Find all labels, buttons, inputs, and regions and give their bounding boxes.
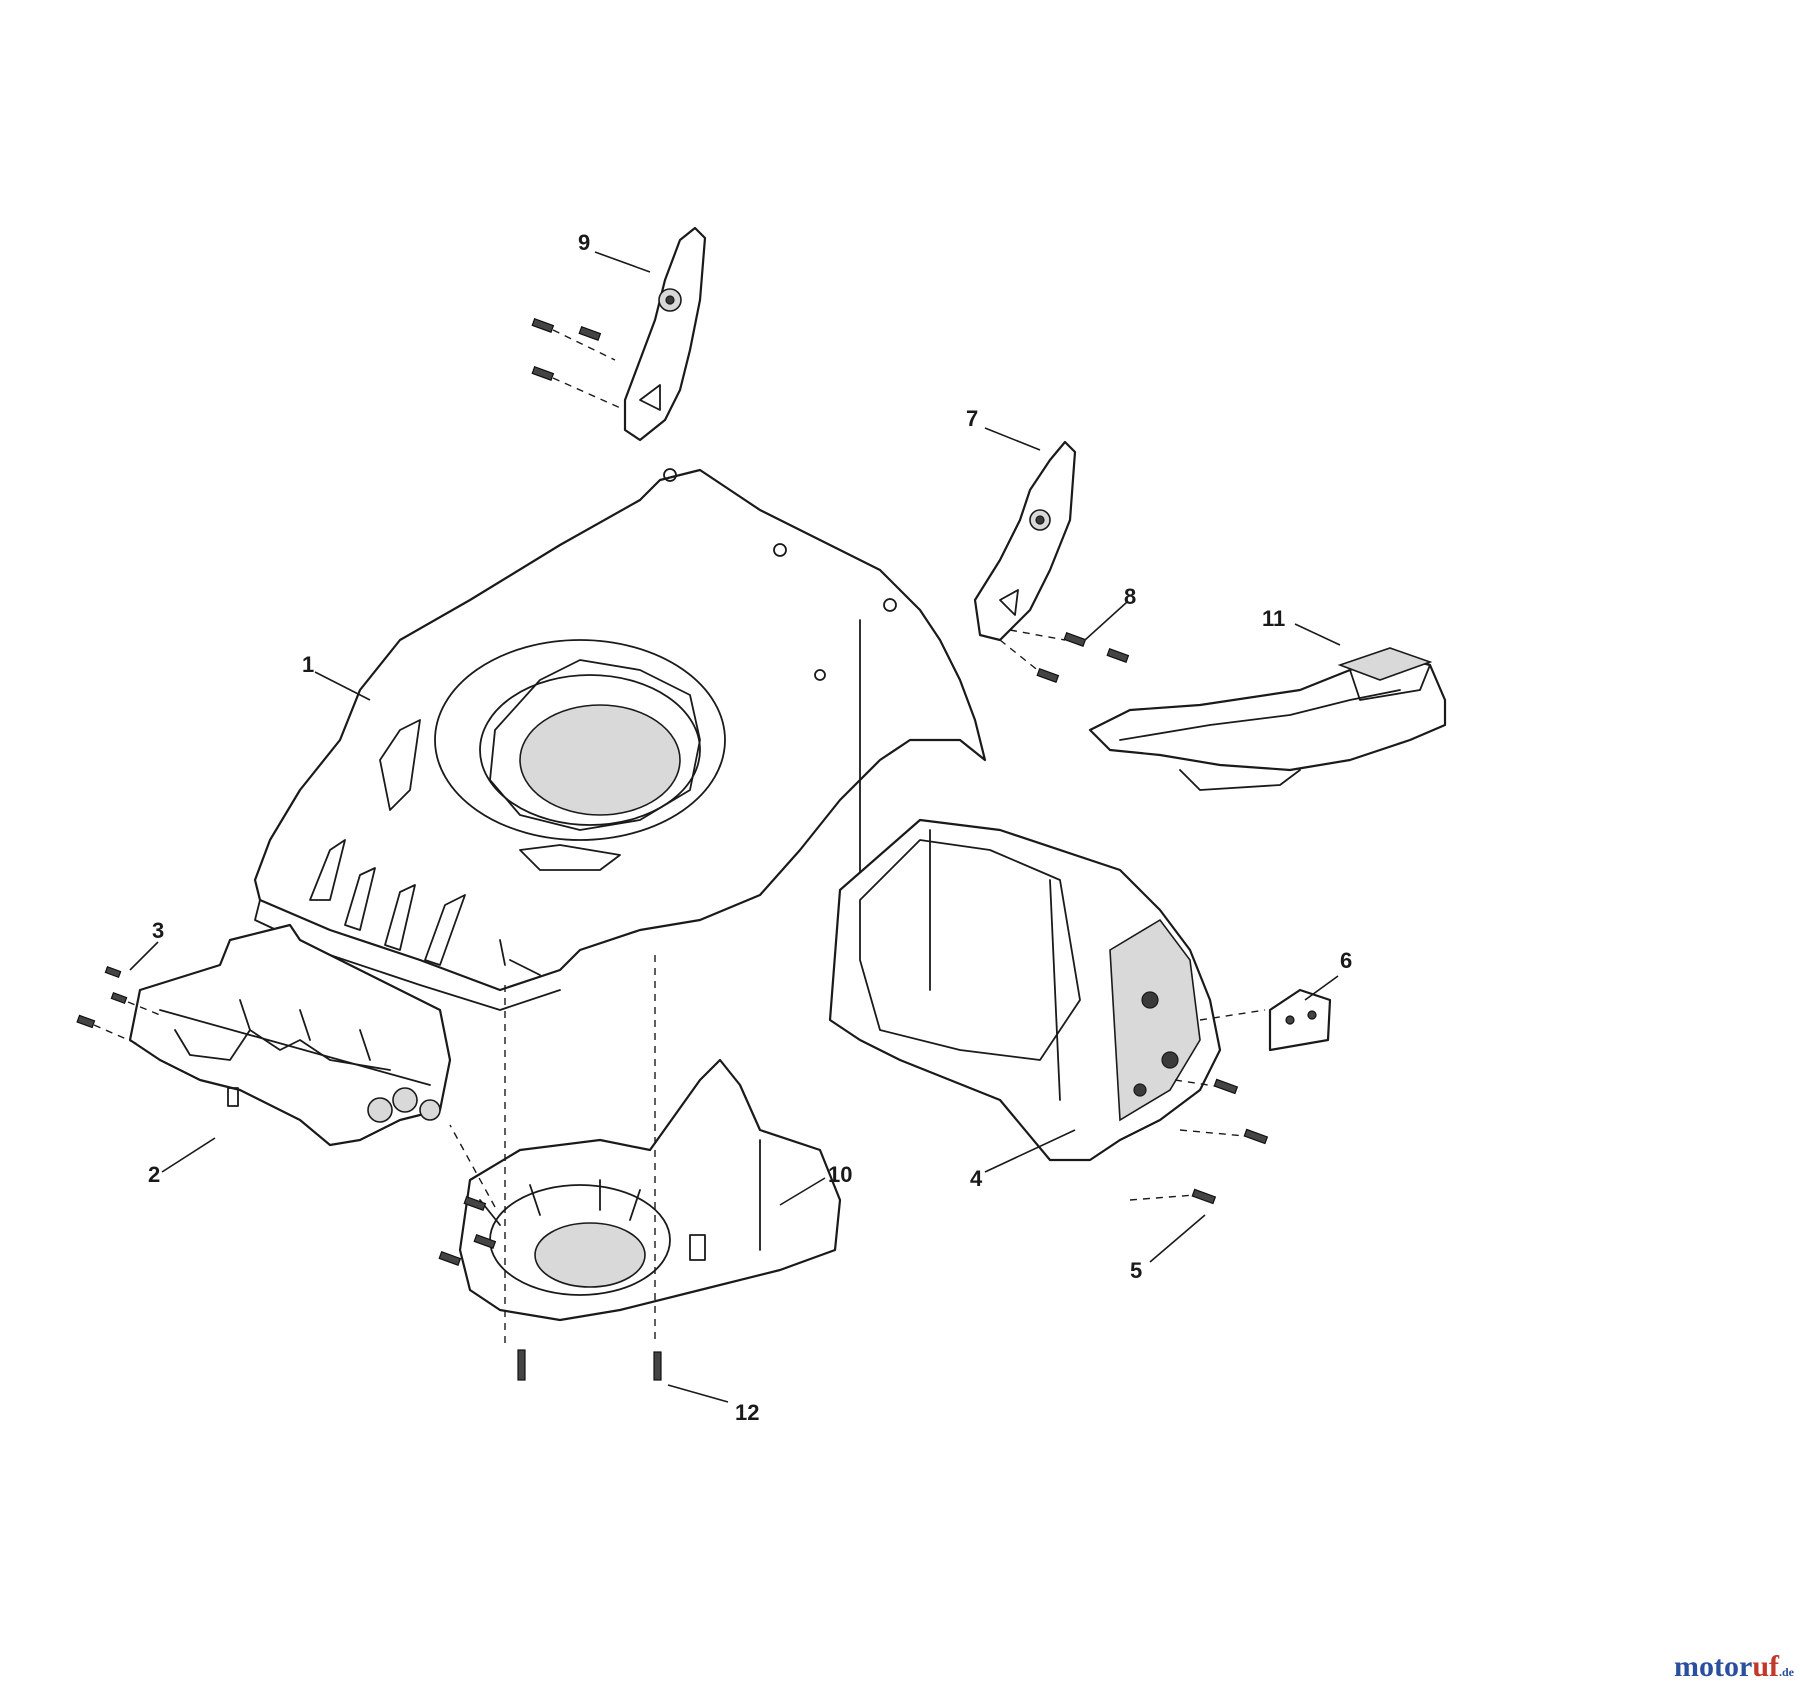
part-2-front-guard — [128, 923, 452, 1147]
part-11-handle-bracket — [1088, 647, 1447, 791]
part-4-rear-chute — [828, 818, 1222, 1162]
motoruf-watermark: motoruf.de — [1674, 1650, 1794, 1684]
callout-1: 1 — [302, 652, 314, 677]
callout-9: 9 — [578, 230, 590, 255]
part-8-screws — [999, 629, 1130, 683]
watermark-main: motor — [1674, 1650, 1753, 1683]
watermark-accent: uf — [1752, 1650, 1779, 1683]
callout-10: 10 — [828, 1162, 852, 1187]
part-7-right-lever — [973, 440, 1077, 642]
callout-11: 11 — [1262, 606, 1285, 631]
callout-6: 6 — [1340, 948, 1352, 973]
part-9-screws — [531, 317, 626, 411]
part-10-blade-guard — [458, 1058, 842, 1322]
part-12-screws — [438, 1124, 662, 1381]
callout-4: 4 — [970, 1166, 983, 1191]
leader-lines — [129, 251, 1341, 1403]
part-9-left-lever — [623, 226, 707, 442]
part-5-screws — [1129, 1078, 1269, 1205]
watermark-tld: .de — [1779, 1665, 1794, 1679]
callout-labels: 1 2 3 4 5 6 7 8 9 10 11 12 — [148, 230, 1352, 1425]
alignment-lines — [504, 955, 656, 1345]
part-6-plate — [1199, 988, 1332, 1052]
callout-7: 7 — [966, 406, 978, 431]
part-3-screws — [76, 966, 161, 1046]
callout-5: 5 — [1130, 1258, 1142, 1283]
callout-2: 2 — [148, 1162, 160, 1187]
callout-12: 12 — [735, 1400, 759, 1425]
callout-8: 8 — [1124, 584, 1136, 609]
part-1-deck-housing — [253, 468, 987, 1011]
callout-3: 3 — [152, 918, 164, 943]
